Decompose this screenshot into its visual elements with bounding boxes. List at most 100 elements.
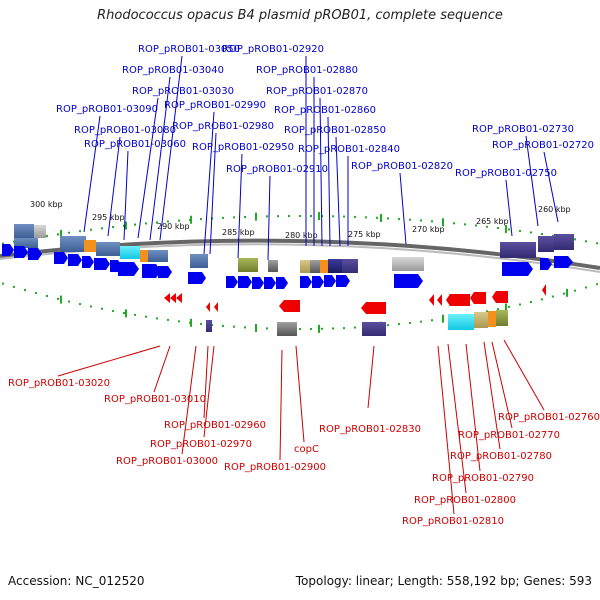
upper-leader: [319, 97, 323, 247]
upper-feature-boxes: [14, 224, 574, 273]
upper-gene-label[interactable]: ROP_pROB01-02910: [226, 164, 328, 175]
lower-gene-label[interactable]: ROP_pROB01-02960: [164, 420, 266, 431]
upper-gene-label[interactable]: ROP_pROB01-03090: [56, 104, 158, 115]
lower-leader: [203, 345, 215, 438]
lower-leader: [483, 341, 501, 450]
reverse-arrows: [164, 284, 546, 314]
scale-dot: [497, 227, 499, 230]
scale-dot: [2, 242, 4, 245]
scale-label: 285 kbp: [222, 228, 255, 237]
lower-leader: [153, 345, 171, 393]
scale-dot: [90, 228, 92, 231]
upper-gene-label[interactable]: ROP_pROB01-03080: [74, 125, 176, 136]
upper-leader-lines: [83, 55, 559, 261]
lower-gene-label[interactable]: ROP_pROB01-02830: [319, 424, 421, 435]
scale-dot: [13, 285, 15, 288]
topology-info: Topology: linear; Length: 558,192 bp; Ge…: [295, 574, 592, 588]
lower-gene-label[interactable]: ROP_pROB01-02810: [402, 516, 504, 527]
scale-dot: [596, 242, 598, 245]
scale-dot: [354, 326, 356, 329]
scale-dot: [68, 300, 70, 303]
scale-dot: [409, 218, 411, 221]
scale-dot: [321, 327, 323, 330]
scale-dot: [244, 326, 246, 329]
upper-leader: [137, 97, 159, 239]
upper-gene-label[interactable]: ROP_pROB01-03060: [84, 139, 186, 150]
scale-dot: [222, 324, 224, 327]
scale-dot: [145, 222, 147, 225]
upper-leader: [83, 115, 101, 233]
upper-gene-label[interactable]: ROP_pROB01-02720: [492, 140, 594, 151]
scale-dot: [299, 327, 301, 330]
scale-dot: [519, 229, 521, 232]
lower-gene-label[interactable]: ROP_pROB01-02770: [458, 430, 560, 441]
upper-gene-label[interactable]: ROP_pROB01-03050: [138, 44, 240, 55]
lower-gene-label[interactable]: ROP_pROB01-02970: [150, 439, 252, 450]
upper-leader: [327, 116, 331, 247]
lower-gene-label[interactable]: ROP_pROB01-03000: [116, 456, 218, 467]
forward-arrows: [2, 244, 573, 289]
scale-major-tick: [190, 318, 192, 327]
scale-major-tick: [318, 212, 320, 221]
upper-gene-label[interactable]: ROP_pROB01-02750: [455, 168, 557, 179]
scale-dot: [332, 215, 334, 218]
upper-gene-label[interactable]: ROP_pROB01-02860: [274, 105, 376, 116]
scale-dot: [519, 303, 521, 306]
scale-label: 270 kbp: [412, 225, 445, 234]
scale-label: 280 kbp: [285, 231, 318, 240]
scale-dot: [222, 216, 224, 219]
scale-dot: [233, 216, 235, 219]
scale-dot: [398, 323, 400, 326]
upper-gene-label[interactable]: ROP_pROB01-02840: [298, 144, 400, 155]
upper-gene-label[interactable]: ROP_pROB01-02990: [164, 100, 266, 111]
scale-major-tick: [442, 218, 444, 227]
lower-leader: [367, 345, 375, 409]
scale-dot: [134, 223, 136, 226]
upper-gene-label[interactable]: ROP_pROB01-03040: [122, 65, 224, 76]
upper-leader: [267, 175, 271, 261]
scale-dot: [585, 286, 587, 289]
upper-gene-label[interactable]: ROP_pROB01-03030: [132, 86, 234, 97]
upper-leader: [543, 151, 559, 223]
upper-gene-label[interactable]: ROP_pROB01-02880: [256, 65, 358, 76]
scale-dot: [101, 307, 103, 310]
lower-leader: [491, 341, 513, 429]
upper-gene-label[interactable]: ROP_pROB01-02820: [351, 161, 453, 172]
scale-dot: [431, 319, 433, 322]
scale-dot: [343, 215, 345, 218]
upper-leader: [107, 136, 121, 237]
lower-gene-label[interactable]: copC: [294, 444, 319, 455]
scale-dot: [112, 309, 114, 312]
scale-major-tick: [125, 221, 127, 230]
lower-leader: [203, 345, 209, 419]
scale-label: 295 kbp: [92, 213, 125, 222]
scale-dot: [46, 295, 48, 298]
upper-gene-label[interactable]: ROP_pROB01-02920: [222, 44, 324, 55]
scale-dot: [310, 327, 312, 330]
lower-gene-label[interactable]: ROP_pROB01-03020: [8, 378, 110, 389]
scale-dot: [387, 217, 389, 220]
accession-value: NC_012520: [75, 574, 145, 588]
lower-gene-label[interactable]: ROP_pROB01-02760: [498, 412, 600, 423]
scale-major-tick: [318, 324, 320, 333]
lower-gene-label[interactable]: ROP_pROB01-02800: [414, 495, 516, 506]
upper-leader: [335, 136, 341, 247]
scale-label: 290 kbp: [157, 222, 190, 231]
scale-dot: [288, 215, 290, 218]
upper-gene-label[interactable]: ROP_pROB01-02980: [172, 121, 274, 132]
scale-dot: [541, 298, 543, 301]
lower-gene-label[interactable]: ROP_pROB01-02900: [224, 462, 326, 473]
scale-dot: [57, 297, 59, 300]
upper-gene-label[interactable]: ROP_pROB01-02870: [266, 86, 368, 97]
scale-dot: [156, 317, 158, 320]
upper-gene-label[interactable]: ROP_pROB01-02950: [192, 142, 294, 153]
lower-gene-label[interactable]: ROP_pROB01-03010: [104, 394, 206, 405]
upper-gene-label[interactable]: ROP_pROB01-02850: [284, 125, 386, 136]
lower-gene-label[interactable]: ROP_pROB01-02790: [432, 473, 534, 484]
upper-gene-label[interactable]: ROP_pROB01-02730: [472, 124, 574, 135]
upper-leader: [505, 179, 513, 237]
scale-dot: [453, 222, 455, 225]
scale-dot: [508, 228, 510, 231]
lower-gene-label[interactable]: ROP_pROB01-02780: [450, 451, 552, 462]
